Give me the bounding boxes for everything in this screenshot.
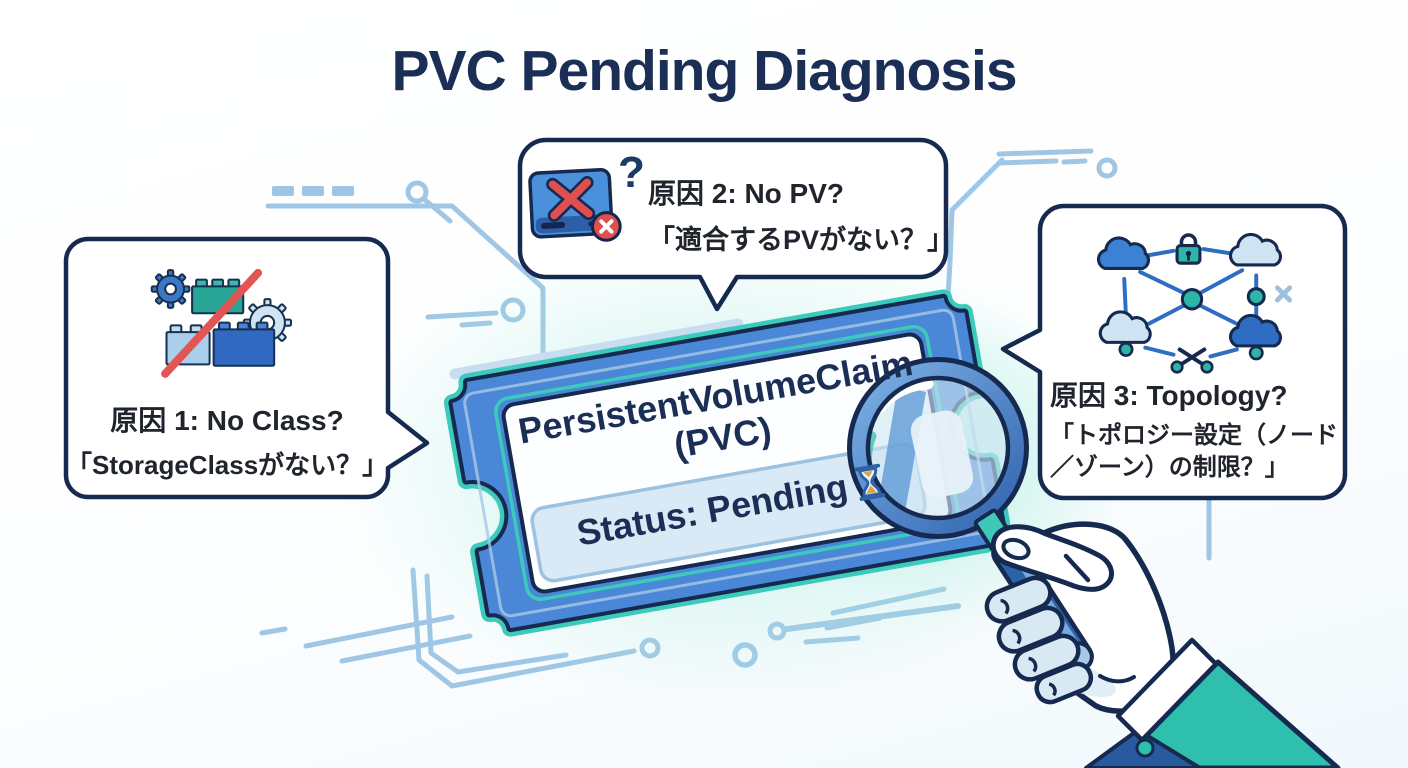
wrist-crease [1098, 674, 1136, 684]
hand-illustration [973, 508, 1341, 768]
magnifier-rim-outer-line [847, 357, 1029, 539]
magnifying-glass-icon [847, 357, 1029, 539]
speech-bubble-cause2 [517, 137, 949, 312]
ticket-echo-band [449, 318, 744, 380]
hourglass-icon [854, 463, 886, 502]
speech-bubble-cause1 [63, 236, 430, 500]
circuit-dashes [272, 186, 354, 196]
glass-reflection-band [878, 385, 926, 512]
cuff [1115, 637, 1219, 743]
pvc-ticket [443, 289, 1011, 637]
thumbnail [1001, 537, 1031, 561]
hand-fingers [984, 575, 1094, 705]
index-finger-line [1063, 553, 1091, 583]
page-title: PVC Pending Diagnosis [391, 39, 1017, 103]
ticket-status: Status: Pending [539, 453, 921, 560]
sleeve-button [1135, 738, 1155, 758]
magnifier-rim [850, 360, 1026, 536]
speech-bubble-cause3 [1000, 203, 1348, 501]
magnifier-rim-inner-line [865, 375, 1011, 521]
glass-magnified-bar [910, 410, 974, 498]
